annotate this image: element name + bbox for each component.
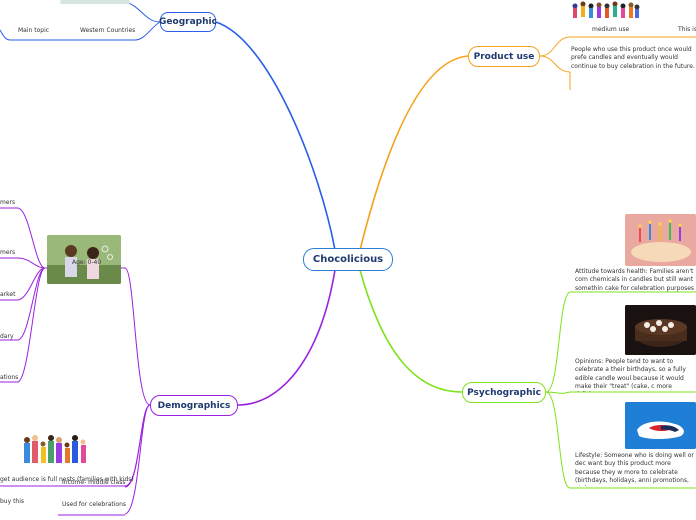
geographic-western: Western Countries [80,27,136,34]
psychographic-opinions: Opinions: People tend to want to celebra… [575,358,686,392]
product-this-is: This is [678,26,696,33]
product-medium-use: medium use [592,26,630,33]
demographics-node[interactable]: Demographics [150,395,238,416]
demographics-income: Income- middle class [62,479,126,486]
demographics-age: Age: 0-40 [72,259,102,266]
demographics-buy-this: buy this [0,498,25,505]
branch-geo-western [75,21,161,41]
branch-product-desc [539,55,571,73]
branch-psy-opinions [545,391,696,394]
geographic-main-topic: Main topic [18,27,50,34]
product-use-node[interactable]: Product use [468,46,540,67]
people-celebrating-image [570,0,640,22]
central-topic[interactable]: Chocolicious [303,248,393,271]
psychographic-node[interactable]: Psychographic [462,382,546,403]
branch-demo-age [45,267,151,406]
branch-psy-attitude [545,291,696,393]
geographic-map-image [60,0,130,4]
demographics-label: Demographics [157,400,231,411]
branch-geographic [215,21,336,251]
branch-demo-stubs [0,207,46,383]
psychographic-label: Psychographic [467,387,541,398]
psychographic-attitude: Attitude towards health: Families aren't… [575,268,695,293]
branch-geo-left [0,29,11,41]
demographics-stub-4: dary [0,333,14,340]
lifestyle-image [625,402,696,449]
branch-psychographic [359,269,463,393]
branch-product-top [539,36,696,57]
demographics-stub-3: arket [0,291,16,298]
demographics-stub-1: mers [0,199,16,206]
demographics-celebrations-visible: Used for celebrations [62,501,127,508]
birthday-cake-image [625,214,696,266]
branch-psy-lifestyle [545,391,696,489]
branch-geo-top [124,1,161,23]
chocolate-cake-image [625,305,696,355]
families-group-image [22,432,88,468]
geographic-node[interactable]: Geographic [159,12,217,32]
branch-demo-celebrations [124,404,151,515]
demographics-stub-2: mers [0,249,16,256]
product-use-label: Product use [473,51,535,62]
branch-demographics [237,269,336,406]
product-use-description: People who use this product once would p… [571,46,695,70]
geographic-label: Geographic [159,17,217,27]
central-topic-label: Chocolicious [312,254,384,265]
psychographic-lifestyle: Lifestyle: Someone who is doing well or … [575,452,694,486]
demographics-target: get audience is full nests (families wit… [0,476,134,483]
demographics-stub-5: ations [0,374,19,381]
kids-bubbles-image [47,235,121,284]
branch-product-use [359,55,469,251]
